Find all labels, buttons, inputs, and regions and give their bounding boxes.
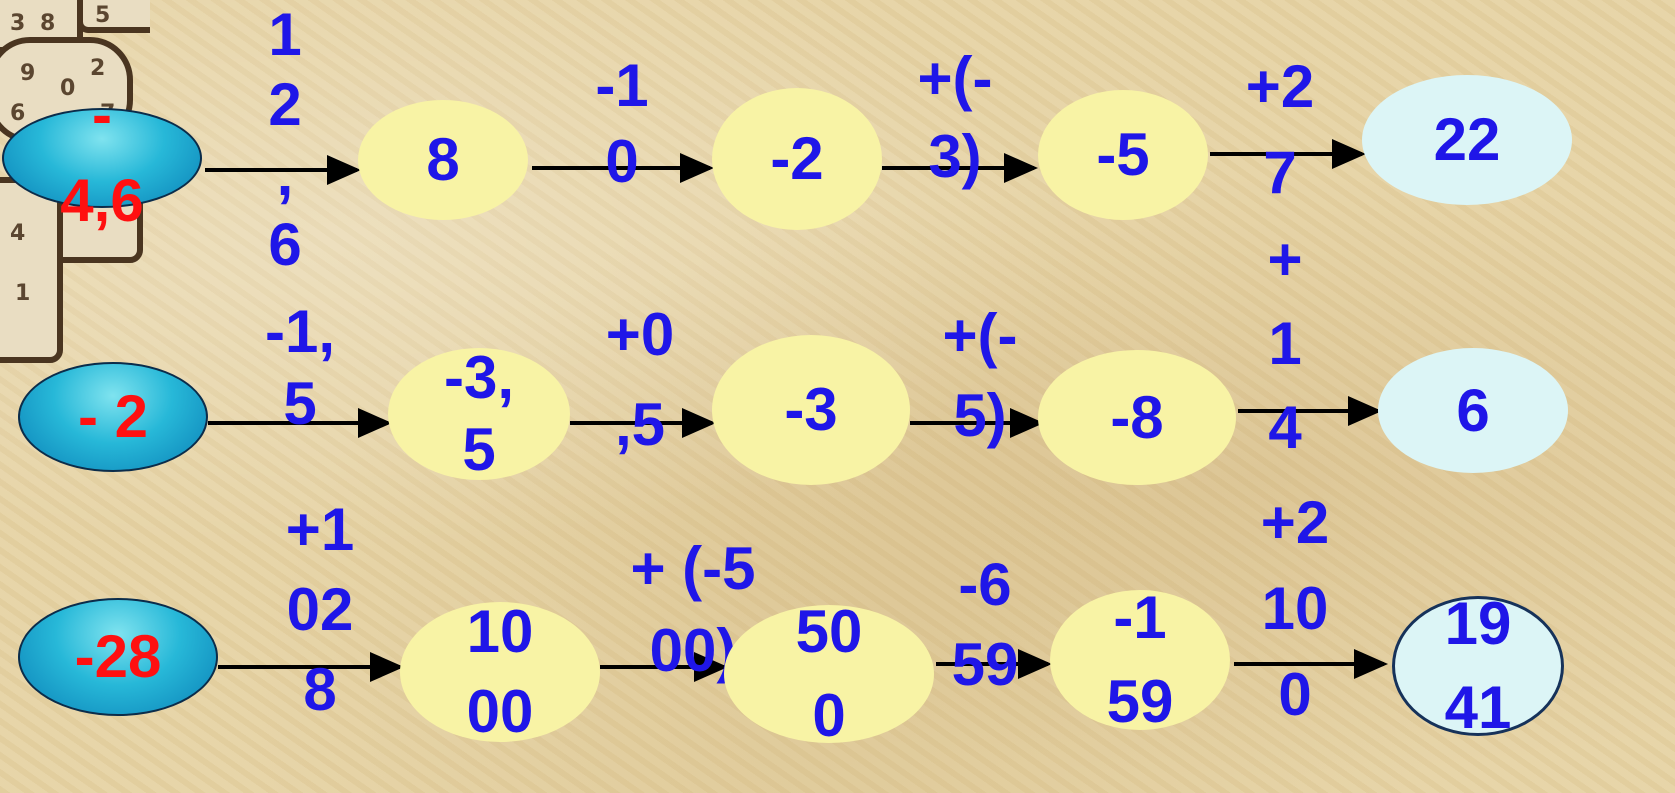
arrow-row1-3 — [882, 153, 1038, 183]
start-value-row3: -28 — [18, 598, 218, 716]
start-value-row1: - 4,6 — [2, 81, 202, 234]
operation-row3-3: -6 59 — [951, 551, 1019, 698]
end-value-row2: 6 — [1378, 348, 1568, 473]
node-row2-1: -3, 5 — [388, 344, 570, 483]
arrow-row2-1 — [208, 408, 392, 438]
operation-row3-4: +2 10 0 — [1260, 489, 1330, 728]
arrow-row1-4 — [1210, 139, 1366, 169]
end-value-row3-text: 19 41 — [1444, 590, 1512, 741]
arrow-row3-2 — [600, 652, 728, 682]
operation-row2-2: +0 ,5 — [605, 301, 675, 458]
arrow-row3-1 — [218, 652, 404, 682]
node-row3-3-text: -1 59 — [1106, 584, 1174, 735]
operation-row2-4: + 1 4 — [1267, 226, 1303, 461]
operation-row1-2: -1 0 — [595, 52, 649, 195]
operation-row1-1: 1 2 , 6 — [268, 1, 302, 278]
arrow-row3-4 — [1234, 649, 1388, 679]
svg-text:1: 1 — [15, 281, 30, 306]
svg-text:6: 6 — [10, 101, 25, 126]
end-value-row1: 22 — [1362, 75, 1572, 205]
svg-text:9: 9 — [20, 61, 35, 86]
svg-text:2: 2 — [90, 56, 105, 81]
node-row1-1: 8 — [358, 100, 528, 220]
operation-row1-3: +(- 3) — [917, 45, 993, 190]
end-value-row2-text: 6 — [1456, 376, 1490, 444]
node-row1-1-text: 8 — [426, 126, 460, 193]
node-row1-3: -5 — [1038, 90, 1208, 220]
arrow-row2-4 — [1238, 396, 1382, 426]
operation-row3-1: +1 02 8 — [285, 496, 355, 723]
start-value-row3-text: -28 — [74, 623, 162, 690]
arrow-row1-2 — [532, 153, 714, 183]
arrow-row2-2 — [570, 408, 716, 438]
end-value-row3: 19 41 — [1392, 590, 1564, 741]
start-value-row1-text: - 4,6 — [60, 81, 144, 234]
operation-row2-1: -1, 5 — [264, 298, 336, 437]
svg-text:5: 5 — [95, 3, 110, 28]
end-value-row1-text: 22 — [1433, 106, 1501, 173]
svg-text:4: 4 — [10, 221, 25, 246]
arrow-row1-1 — [205, 155, 361, 185]
node-row3-2: 50 0 — [724, 598, 934, 749]
node-row3-3: -1 59 — [1050, 584, 1230, 735]
svg-text:0: 0 — [60, 76, 75, 101]
node-row2-1-text: -3, 5 — [443, 344, 515, 483]
node-row3-2-text: 50 0 — [795, 598, 863, 749]
node-row3-1: 10 00 — [400, 598, 600, 745]
node-row2-2-text: -3 — [784, 376, 838, 443]
operation-row1-4: +2 7 — [1245, 53, 1315, 206]
node-row2-3-text: -8 — [1110, 383, 1164, 451]
node-row2-2: -3 — [712, 335, 910, 485]
start-value-row2: - 2 — [18, 362, 208, 472]
operation-row2-3: +(- 5) — [942, 302, 1018, 449]
start-value-row2-text: - 2 — [77, 383, 149, 450]
node-row1-3-text: -5 — [1096, 121, 1150, 188]
node-row1-2: -2 — [712, 88, 882, 230]
node-row2-3: -8 — [1038, 350, 1236, 485]
arrow-row3-3 — [936, 649, 1052, 679]
node-row1-2-text: -2 — [770, 125, 824, 192]
svg-text:3: 3 — [10, 11, 25, 36]
operation-row3-2: + (-5 00) — [630, 535, 756, 684]
svg-text:8: 8 — [40, 11, 55, 36]
node-row3-1-text: 10 00 — [466, 598, 534, 745]
